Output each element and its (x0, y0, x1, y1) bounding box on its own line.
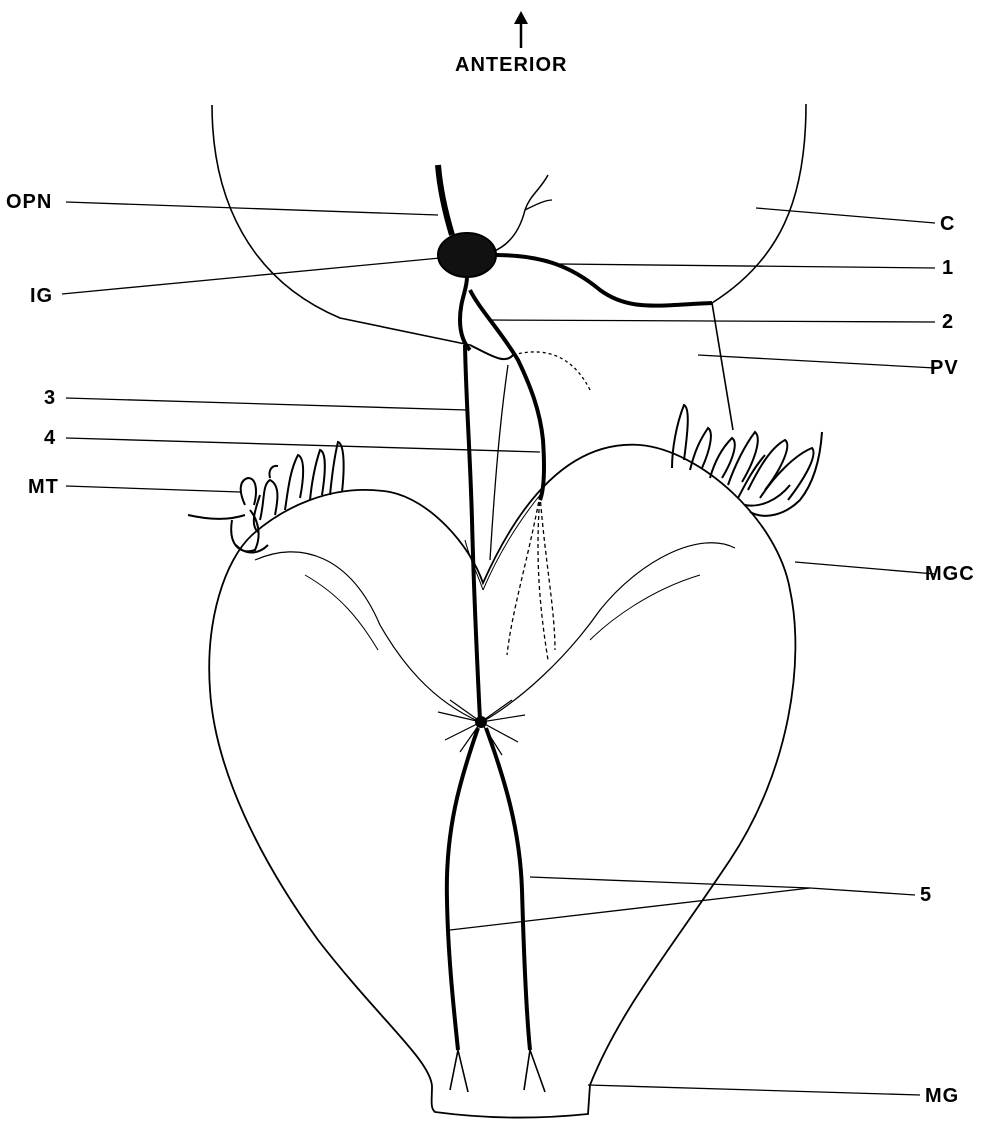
label-2: 2 (942, 312, 954, 332)
optic-nerve (438, 165, 452, 235)
leader-pv (698, 355, 935, 368)
leader-2 (488, 320, 935, 322)
leader-mg (588, 1085, 920, 1095)
label-opn: OPN (6, 192, 52, 212)
label-ig: IG (30, 286, 53, 306)
anterior-label: ANTERIOR (455, 55, 567, 75)
nerve-5-right-forks (524, 1050, 545, 1092)
dashed-branch-3 (540, 495, 555, 650)
dashed-branch-1 (507, 495, 540, 655)
label-c: C (940, 214, 955, 234)
ganglion-connector (460, 277, 470, 350)
ig-ganglion (438, 233, 496, 277)
label-5: 5 (920, 885, 932, 905)
anterior-arrow (514, 11, 528, 48)
leader-5a (530, 877, 810, 888)
left-inner-fold (255, 552, 480, 722)
label-mt: MT (28, 477, 59, 497)
label-mg: MG (925, 1086, 959, 1106)
nerve-3 (465, 345, 480, 720)
leader-3 (66, 398, 467, 410)
nerve-5-left-forks (450, 1050, 468, 1092)
leader-1 (560, 264, 935, 268)
nerve-1 (495, 255, 712, 306)
nerve-2 (470, 290, 544, 500)
leader-5c (810, 888, 915, 895)
label-3: 3 (44, 388, 56, 408)
upper-branch (492, 175, 548, 252)
leader-c (756, 208, 935, 223)
right-tubules (672, 405, 822, 516)
nerve-5-left (447, 728, 478, 1050)
label-1: 1 (942, 258, 954, 278)
leader-ig (62, 258, 440, 294)
left-inner-fold-2 (305, 575, 378, 650)
leader-mt (66, 486, 240, 492)
nerve-2-branch (470, 345, 513, 359)
label-4: 4 (44, 428, 56, 448)
nerve-5-right (486, 728, 530, 1050)
nerve-4 (490, 365, 508, 560)
right-inner-fold (482, 543, 735, 722)
label-mgc: MGC (925, 564, 975, 584)
leader-lines (62, 202, 935, 1095)
cranial-outline (212, 105, 470, 345)
leader-5b (450, 888, 810, 930)
label-pv: PV (930, 358, 959, 378)
cranial-outline-right (712, 104, 806, 303)
leader-mgc (795, 562, 935, 574)
dashed-branch-2 (538, 495, 548, 660)
pv-outline (712, 303, 733, 430)
right-inner-fold-2 (590, 575, 700, 640)
leader-opn (66, 202, 438, 215)
